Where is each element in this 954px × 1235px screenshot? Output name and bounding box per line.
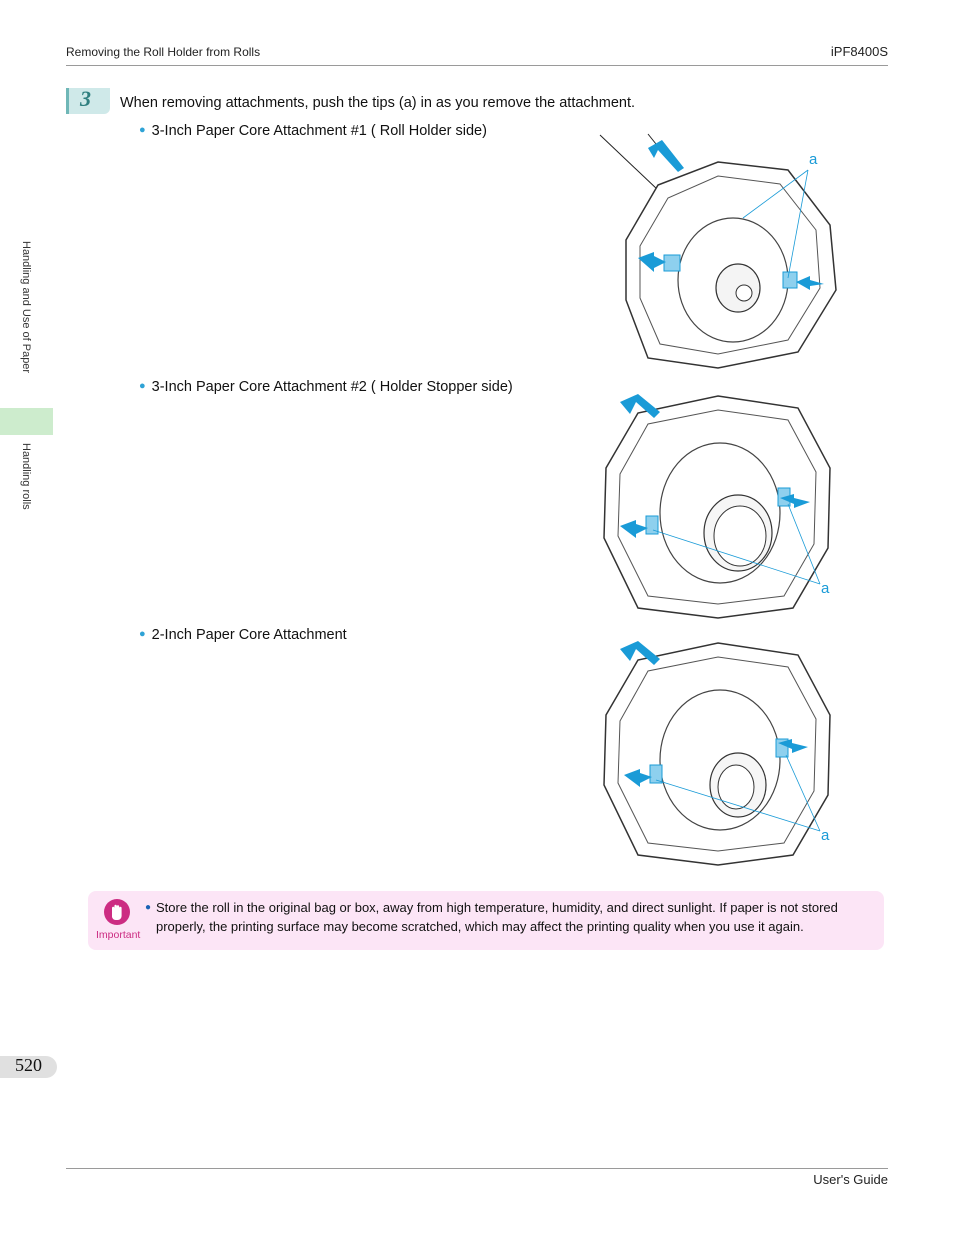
bullet-dot-icon: ● (139, 124, 146, 136)
step-badge (66, 88, 110, 114)
two-inch-attachment-illustration (603, 641, 831, 866)
bullet-dot-icon: ● (145, 902, 152, 913)
header-model: iPF8400S (830, 44, 888, 59)
bullet-attachment-1: ● 3-Inch Paper Core Attachment #1 ( Roll … (139, 123, 487, 139)
page-number-tab (0, 1056, 57, 1078)
step-instruction: When removing attachments, push the tips… (120, 95, 636, 111)
figure-1-label-a: a (809, 151, 818, 168)
holder-stopper-attachment-2-illustration (603, 394, 831, 619)
roll-holder-attachment-1-illustration (599, 133, 837, 369)
hand-stop-icon (104, 899, 130, 925)
page-number: 520 (15, 1055, 42, 1075)
bullet-text: 3-Inch Paper Core Attachment #2 ( Holder… (151, 379, 513, 395)
bullet-dot-icon: ● (139, 628, 146, 640)
bullet-text: 2-Inch Paper Core Attachment (151, 627, 347, 643)
header-divider (66, 65, 888, 66)
important-note (88, 891, 884, 950)
footer-guide-title: User's Guide (813, 1172, 888, 1187)
bullet-attachment-3: ● 2-Inch Paper Core Attachment (139, 627, 347, 643)
bullet-dot-icon: ● (139, 380, 146, 392)
bullet-attachment-2: ● 3-Inch Paper Core Attachment #2 ( Holde… (139, 379, 513, 395)
side-nav-chapter[interactable]: Handling and Use of Paper (20, 241, 32, 374)
figure-2-label-a: a (821, 580, 830, 597)
important-label: Important (96, 929, 141, 941)
side-nav-active-tab (0, 408, 53, 435)
bullet-text: 3-Inch Paper Core Attachment #1 ( Roll H… (151, 123, 487, 139)
footer-divider (66, 1168, 888, 1169)
important-text-block: ● Store the roll in the original bag or … (145, 898, 875, 936)
figure-3-label-a: a (821, 827, 830, 844)
side-nav-section[interactable]: Handling rolls (20, 443, 32, 510)
header-section-title: Removing the Roll Holder from Rolls (66, 45, 261, 59)
step-number: 3 (80, 86, 91, 111)
important-text: Store the roll in the original bag or bo… (156, 900, 838, 934)
